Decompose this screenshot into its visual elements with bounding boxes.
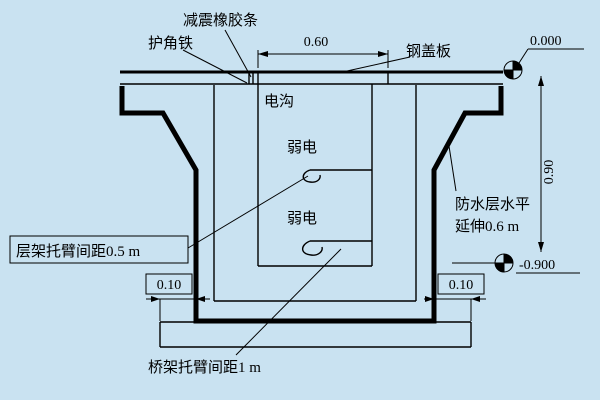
dim-top-width: 0.60: [257, 35, 389, 68]
label-tray-bracket-spacing: 桥架托臂间距1 m: [148, 359, 261, 376]
dim-depth: 0.90: [538, 76, 557, 252]
trench-outline: [119, 86, 504, 324]
elevation-marker-bottom: -0.900: [452, 253, 580, 274]
label-shelf-bracket-spacing: 层架托臂间距0.5 m: [16, 243, 141, 260]
rubber-strip-detail: [248, 73, 254, 84]
leader-damping-strip: [224, 29, 252, 78]
cover-plate-lines: [120, 70, 503, 85]
inner-walls: [213, 85, 417, 302]
elevation-top-value: 0.000: [530, 34, 562, 49]
dim-top-width-value: 0.60: [304, 35, 329, 50]
leader-corner-iron: [182, 49, 248, 84]
leader-waterproof: [448, 145, 457, 192]
footing: [159, 321, 472, 348]
cable-compartment: [257, 84, 373, 267]
label-corner-guard-iron: 护角铁: [148, 35, 193, 52]
elevation-marker-top: 0.000: [503, 34, 584, 80]
elevation-bottom-value: -0.900: [519, 258, 555, 273]
label-waterproof-line1: 防水层水平: [455, 196, 530, 213]
label-damping-rubber-strip: 减震橡胶条: [183, 12, 258, 29]
dim-footing-left-value: 0.10: [157, 278, 182, 293]
label-waterproof-line2: 延伸0.6 m: [455, 218, 520, 235]
leader-lines: [182, 29, 457, 356]
leader-tray-bracket: [235, 248, 342, 356]
label-steel-cover-plate: 钢盖板: [406, 42, 451, 60]
dim-footing-right: 0.10: [424, 273, 486, 321]
dim-footing-left: 0.10: [145, 273, 210, 321]
bracket-lower: [301, 240, 372, 256]
leader-steel-cover: [337, 56, 411, 74]
dim-depth-value: 0.90: [542, 160, 557, 185]
label-shelf-bracket-spacing-box: 层架托臂间距0.5 m: [9, 235, 189, 264]
leader-shelf-bracket: [187, 175, 309, 249]
label-weak-current-lower: 弱电: [287, 210, 317, 227]
dim-footing-right-value: 0.10: [449, 278, 474, 293]
bracket-upper: [302, 169, 372, 183]
label-cable-trench: 电沟: [264, 93, 294, 110]
label-weak-current-upper: 弱电: [287, 139, 317, 156]
